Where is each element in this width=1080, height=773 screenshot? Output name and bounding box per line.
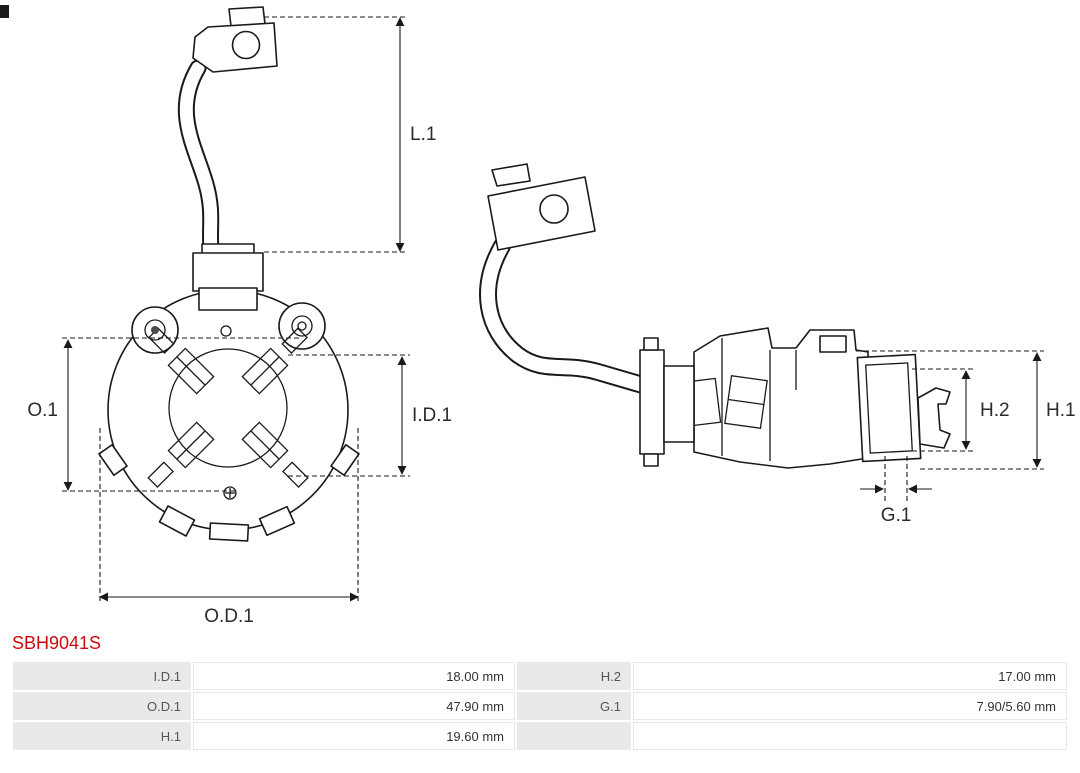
dim-label-h1: H.1: [1046, 400, 1076, 421]
dim-label-id1: I.D.1: [412, 405, 452, 426]
dim-value-cell: 18.00 mm: [193, 662, 515, 690]
dim-value-cell: 7.90/5.60 mm: [633, 692, 1067, 720]
corner-mark: [0, 5, 9, 18]
terminal-lug-side: [487, 163, 596, 251]
brush-spring: [724, 374, 768, 430]
dim-value-cell: 17.00 mm: [633, 662, 1067, 690]
dim-label-cell: I.D.1: [13, 662, 191, 690]
dim-label-g1: G.1: [881, 505, 912, 526]
side-view-drawing: H.2 H.1 G.1: [479, 163, 1076, 526]
brush-box: [241, 347, 289, 395]
table-row: H.1 19.60 mm: [13, 722, 1067, 750]
dim-value-cell: 47.90 mm: [193, 692, 515, 720]
retaining-hook: [917, 387, 951, 449]
table-row: O.D.1 47.90 mm G.1 7.90/5.60 mm: [13, 692, 1067, 720]
front-view-drawing: L.1 O.1 I.D.1 O.D.1: [27, 6, 452, 627]
screw-hole: [144, 319, 166, 341]
part-number: SBH9041S: [12, 633, 102, 653]
technical-diagram: L.1 O.1 I.D.1 O.D.1: [27, 6, 1076, 627]
mounting-bracket: [639, 337, 695, 467]
dim-value-cell: 19.60 mm: [193, 722, 515, 750]
brush-box: [167, 347, 215, 395]
dim-label-o1: O.1: [27, 400, 58, 421]
pilot-hole: [220, 325, 232, 337]
inner-bore: [168, 348, 288, 468]
side-dimensions: H.2 H.1 G.1: [856, 350, 1076, 526]
diagram-svg: L.1 O.1 I.D.1 O.D.1: [27, 6, 1076, 627]
cable-front: [177, 59, 220, 257]
cable-side: [479, 237, 655, 395]
terminal-lug-front: [192, 6, 278, 73]
dimensions-table: I.D.1 18.00 mm H.2 17.00 mm O.D.1 47.90 …: [11, 660, 1069, 752]
lug-hole: [231, 30, 261, 60]
screw-hole: [291, 315, 313, 337]
dim-label-od1: O.D.1: [204, 606, 254, 627]
center-hole: [223, 486, 237, 500]
table-row: I.D.1 18.00 mm H.2 17.00 mm: [13, 662, 1067, 690]
brush-box: [167, 421, 215, 469]
brush-box: [241, 421, 289, 469]
dim-label-cell: [517, 722, 631, 750]
dim-label-cell: H.1: [13, 722, 191, 750]
brush-assembly: [856, 353, 922, 463]
dim-label-cell: G.1: [517, 692, 631, 720]
housing-body: [686, 327, 869, 469]
brush-holder-plate: [98, 287, 360, 542]
dim-label-h2: H.2: [980, 400, 1010, 421]
lug-hole: [539, 194, 569, 224]
connector-block: [192, 243, 264, 292]
dim-label-cell: H.2: [517, 662, 631, 690]
front-dimensions: L.1 O.1 I.D.1 O.D.1: [27, 16, 452, 627]
dim-label-l1: L.1: [410, 124, 436, 145]
dim-label-cell: O.D.1: [13, 692, 191, 720]
dim-value-cell: [633, 722, 1067, 750]
